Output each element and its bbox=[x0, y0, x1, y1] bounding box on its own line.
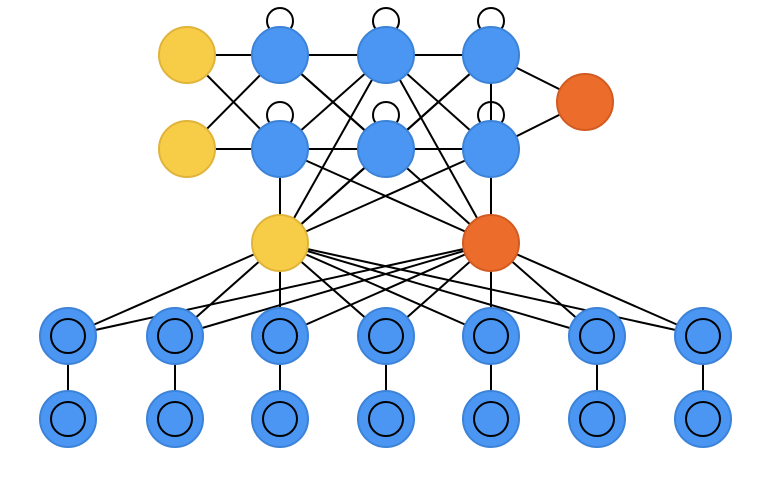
node-m2 bbox=[462, 214, 520, 272]
node-d3-inner-ring bbox=[262, 401, 298, 437]
node-c7-circle bbox=[674, 307, 732, 365]
edge-m2-c1 bbox=[67, 242, 492, 337]
node-c5 bbox=[462, 307, 520, 365]
node-d2-inner-ring bbox=[157, 401, 193, 437]
edge-a2-m1 bbox=[279, 54, 387, 244]
node-c2-circle bbox=[146, 307, 204, 365]
edge-m2-c7 bbox=[490, 242, 704, 337]
node-c5-circle bbox=[462, 307, 520, 365]
node-a2-circle bbox=[357, 26, 415, 84]
node-c6 bbox=[568, 307, 626, 365]
node-a2 bbox=[357, 26, 415, 84]
node-c1 bbox=[39, 307, 97, 365]
node-b3-circle bbox=[462, 120, 520, 178]
edge-b3-m1 bbox=[279, 148, 492, 244]
node-c4-circle bbox=[357, 307, 415, 365]
node-c7 bbox=[674, 307, 732, 365]
node-d2 bbox=[146, 390, 204, 448]
node-d1-inner-ring bbox=[50, 401, 86, 437]
edge-m2-c3 bbox=[279, 242, 492, 337]
node-d4 bbox=[357, 390, 415, 448]
node-d7-circle bbox=[674, 390, 732, 448]
node-d7 bbox=[674, 390, 732, 448]
node-c2-inner-ring bbox=[157, 318, 193, 354]
node-d7-inner-ring bbox=[685, 401, 721, 437]
node-d6-inner-ring bbox=[579, 401, 615, 437]
edge-m1-c1 bbox=[67, 242, 281, 337]
node-c1-circle bbox=[39, 307, 97, 365]
node-a3-circle bbox=[462, 26, 520, 84]
node-d5-inner-ring bbox=[473, 401, 509, 437]
node-y2-circle bbox=[158, 120, 216, 178]
node-c7-inner-ring bbox=[685, 318, 721, 354]
node-c6-circle bbox=[568, 307, 626, 365]
node-m2-circle bbox=[462, 214, 520, 272]
node-c3-inner-ring bbox=[262, 318, 298, 354]
node-d4-inner-ring bbox=[368, 401, 404, 437]
node-c3 bbox=[251, 307, 309, 365]
node-c1-inner-ring bbox=[50, 318, 86, 354]
node-b3 bbox=[462, 120, 520, 178]
node-d1-circle bbox=[39, 390, 97, 448]
node-d1 bbox=[39, 390, 97, 448]
node-a3 bbox=[462, 26, 520, 84]
nodes-layer bbox=[39, 26, 732, 448]
node-c4 bbox=[357, 307, 415, 365]
node-d2-circle bbox=[146, 390, 204, 448]
node-y2 bbox=[158, 120, 216, 178]
node-b2-circle bbox=[357, 120, 415, 178]
node-c4-inner-ring bbox=[368, 318, 404, 354]
node-d3 bbox=[251, 390, 309, 448]
node-c3-circle bbox=[251, 307, 309, 365]
node-c5-inner-ring bbox=[473, 318, 509, 354]
node-b1-circle bbox=[251, 120, 309, 178]
node-c6-inner-ring bbox=[579, 318, 615, 354]
node-d6 bbox=[568, 390, 626, 448]
node-y1-circle bbox=[158, 26, 216, 84]
node-a1-circle bbox=[251, 26, 309, 84]
node-d4-circle bbox=[357, 390, 415, 448]
node-b2 bbox=[357, 120, 415, 178]
node-d5 bbox=[462, 390, 520, 448]
node-m1-circle bbox=[251, 214, 309, 272]
node-y1 bbox=[158, 26, 216, 84]
node-d5-circle bbox=[462, 390, 520, 448]
node-d3-circle bbox=[251, 390, 309, 448]
node-c2 bbox=[146, 307, 204, 365]
edge-a2-m2 bbox=[385, 54, 492, 244]
node-m1 bbox=[251, 214, 309, 272]
node-b1 bbox=[251, 120, 309, 178]
node-o1 bbox=[556, 73, 614, 131]
node-a1 bbox=[251, 26, 309, 84]
node-d6-circle bbox=[568, 390, 626, 448]
edge-m2-c2 bbox=[174, 242, 492, 337]
node-o1-circle bbox=[556, 73, 614, 131]
